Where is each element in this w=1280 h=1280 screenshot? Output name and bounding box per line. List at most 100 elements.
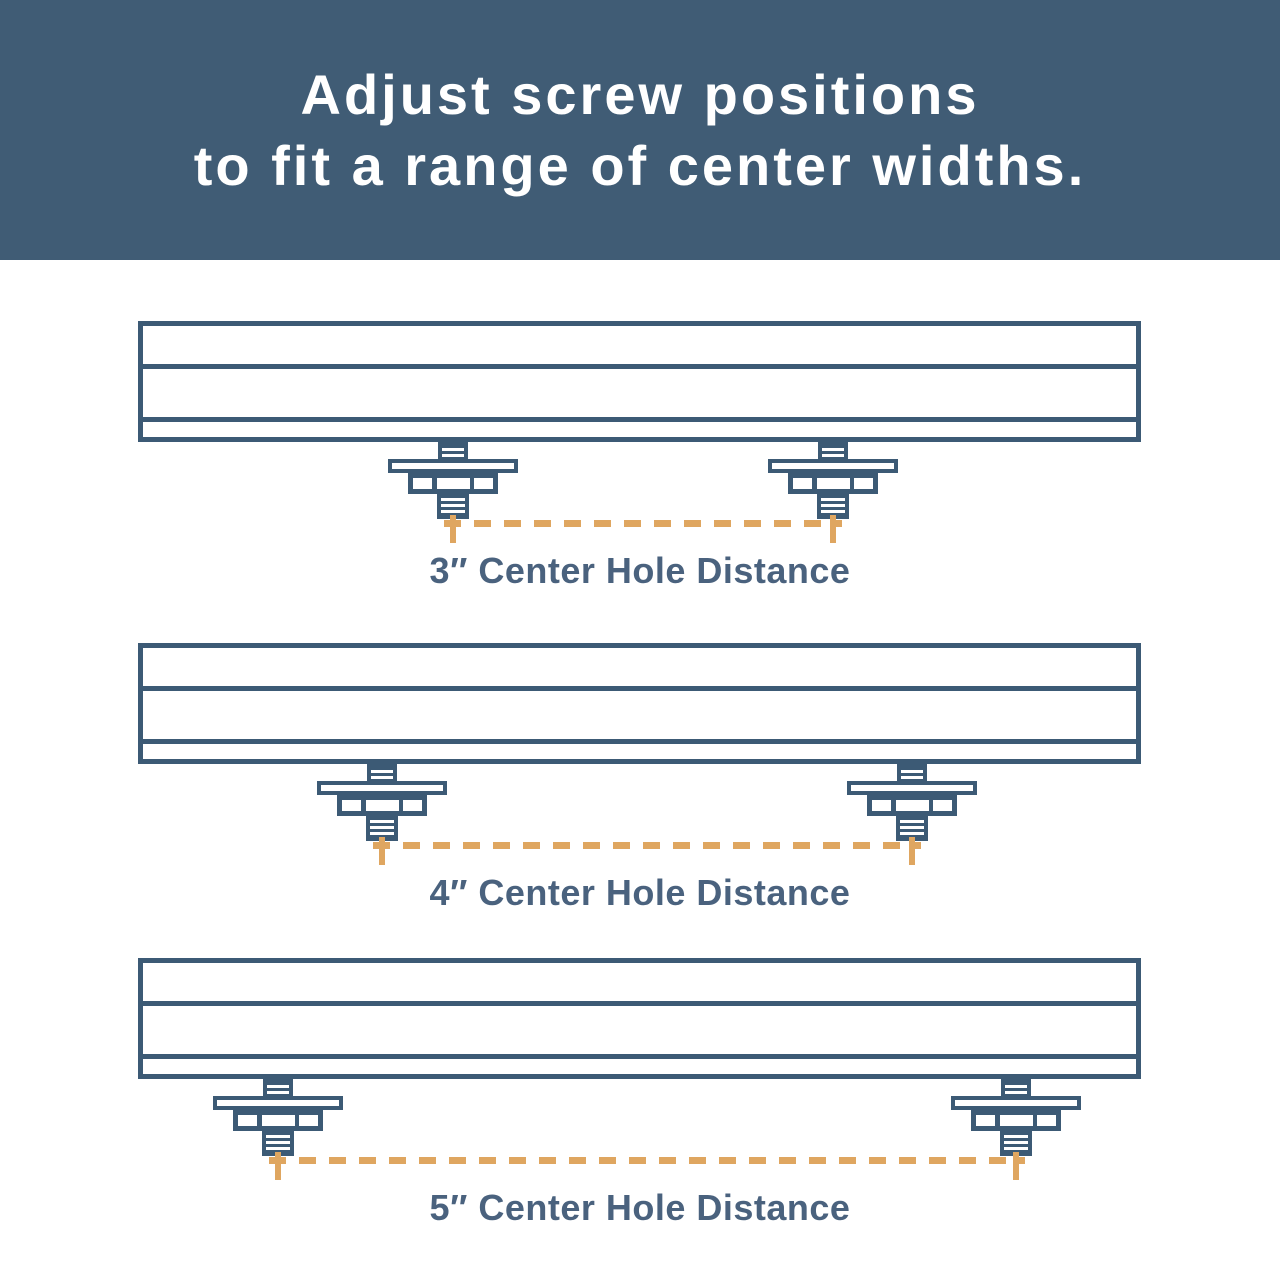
screw-left-shaft-top-thread-2 bbox=[371, 776, 393, 779]
screw-left-shaft-bottom-thread-2 bbox=[266, 1141, 290, 1144]
screw-right-nut-cell-2 bbox=[895, 800, 929, 811]
screw-left-shaft-bottom-thread-1 bbox=[266, 1135, 290, 1138]
screw-left-nut bbox=[337, 795, 427, 816]
screw-right-nut-cell-3 bbox=[1037, 1115, 1056, 1126]
screw-right-shaft-bottom bbox=[1000, 1130, 1032, 1156]
screw-right-shaft-bottom-thread-2 bbox=[900, 826, 924, 829]
screw-right-shaft-top-thread-1 bbox=[1005, 1085, 1027, 1088]
screw-left-nut bbox=[233, 1110, 323, 1131]
screw-right-nut-cell-1 bbox=[793, 478, 812, 489]
dimension-end-tick-right bbox=[830, 515, 836, 543]
rail-divider-2 bbox=[143, 417, 1136, 422]
screw-left-nut-cell-2 bbox=[365, 800, 399, 811]
screw-right-shaft-bottom bbox=[896, 815, 928, 841]
screw-left-flange bbox=[388, 459, 518, 473]
dimension-end-tick-left bbox=[450, 515, 456, 543]
screw-right-shaft-bottom-thread-2 bbox=[821, 504, 845, 507]
screw-left-shaft-bottom-thread-1 bbox=[370, 820, 394, 823]
screw-left-nut-cell-1 bbox=[342, 800, 361, 811]
rail-divider-2 bbox=[143, 1054, 1136, 1059]
screw-right-shaft-bottom-thread-1 bbox=[821, 498, 845, 501]
screw-right-shaft-bottom bbox=[817, 493, 849, 519]
rail-divider-2 bbox=[143, 739, 1136, 744]
screw-right-shaft-top-thread-2 bbox=[1005, 1091, 1027, 1094]
screw-left-shaft-bottom bbox=[437, 493, 469, 519]
screw-right-shaft-top-thread-2 bbox=[901, 776, 923, 779]
rail-bar bbox=[138, 321, 1141, 442]
dimension-end-tick-right bbox=[909, 837, 915, 865]
header-title-line1: Adjust screw positions bbox=[300, 63, 980, 126]
screw-right-shaft-bottom-thread-3 bbox=[821, 510, 845, 513]
dimension-end-tick-right bbox=[1013, 1152, 1019, 1180]
screw-left-shaft-bottom-thread-3 bbox=[441, 510, 465, 513]
screw-left-nut bbox=[408, 473, 498, 494]
screw-right-nut bbox=[971, 1110, 1061, 1131]
dimension-label-4-inch: 4″ Center Hole Distance bbox=[429, 872, 851, 913]
screw-left-shaft-top bbox=[263, 1078, 293, 1096]
screw-left-shaft-bottom-thread-2 bbox=[441, 504, 465, 507]
screw-right-flange bbox=[768, 459, 898, 473]
screw-right-nut bbox=[788, 473, 878, 494]
header-banner: Adjust screw positions to fit a range of… bbox=[0, 0, 1280, 260]
screw-left-shaft-top-thread-1 bbox=[442, 448, 464, 451]
screw-right-nut-cell-3 bbox=[854, 478, 873, 489]
screw-left-shaft-top bbox=[367, 763, 397, 781]
screw-right-nut bbox=[867, 795, 957, 816]
screw-left-nut-cell-3 bbox=[299, 1115, 318, 1126]
screw-right-shaft-bottom-thread-1 bbox=[1004, 1135, 1028, 1138]
screw-right-shaft-bottom-thread-3 bbox=[900, 832, 924, 835]
screw-right-shaft-bottom-thread-2 bbox=[1004, 1141, 1028, 1144]
screw-left-nut-cell-1 bbox=[413, 478, 432, 489]
screw-left-shaft-bottom-thread-1 bbox=[441, 498, 465, 501]
screw-left-shaft-top-thread-1 bbox=[371, 770, 393, 773]
screw-right-shaft-top-thread-2 bbox=[822, 454, 844, 457]
screw-right-flange bbox=[847, 781, 977, 795]
rail-divider-1 bbox=[143, 1001, 1136, 1006]
screw-left-shaft-top-thread-2 bbox=[267, 1091, 289, 1094]
header-title-line2: to fit a range of center widths. bbox=[193, 134, 1087, 197]
screw-right-shaft-bottom-thread-3 bbox=[1004, 1147, 1028, 1150]
screw-left-nut-cell-2 bbox=[261, 1115, 295, 1126]
screw-right-nut-cell-1 bbox=[976, 1115, 995, 1126]
screw-left-nut-cell-1 bbox=[238, 1115, 257, 1126]
rail-bar bbox=[138, 643, 1141, 764]
diagram-5-inch: 5″ Center Hole Distance bbox=[0, 260, 1280, 1280]
screw-left-flange bbox=[317, 781, 447, 795]
dimension-dashed-line bbox=[269, 1157, 1025, 1164]
screw-left-nut-cell-3 bbox=[474, 478, 493, 489]
screw-left-shaft-bottom-thread-3 bbox=[266, 1147, 290, 1150]
screw-right-nut-cell-3 bbox=[933, 800, 952, 811]
screw-right-nut-cell-2 bbox=[816, 478, 850, 489]
diagram-3-inch: 3″ Center Hole Distance bbox=[0, 260, 1280, 1280]
screw-right-shaft-top-thread-1 bbox=[901, 770, 923, 773]
screw-left-shaft-top-thread-2 bbox=[442, 454, 464, 457]
screw-left-nut-cell-2 bbox=[436, 478, 470, 489]
dimension-end-tick-left bbox=[275, 1152, 281, 1180]
screw-right-flange bbox=[951, 1096, 1081, 1110]
screw-right-shaft-top bbox=[897, 763, 927, 781]
diagram-stage: 3″ Center Hole Distance 4″ Center Hole Di… bbox=[0, 260, 1280, 1280]
screw-left-shaft-top-thread-1 bbox=[267, 1085, 289, 1088]
screw-right-shaft-bottom-thread-1 bbox=[900, 820, 924, 823]
screw-right-nut-cell-2 bbox=[999, 1115, 1033, 1126]
screw-left-flange bbox=[213, 1096, 343, 1110]
screw-right-shaft-top-thread-1 bbox=[822, 448, 844, 451]
diagram-4-inch: 4″ Center Hole Distance bbox=[0, 260, 1280, 1280]
dimension-dashed-line bbox=[444, 520, 842, 527]
screw-left-shaft-top bbox=[438, 441, 468, 459]
rail-divider-1 bbox=[143, 686, 1136, 691]
dimension-end-tick-left bbox=[379, 837, 385, 865]
screw-right-shaft-top bbox=[1001, 1078, 1031, 1096]
screw-right-shaft-top bbox=[818, 441, 848, 459]
screw-left-shaft-bottom bbox=[366, 815, 398, 841]
dimension-label-3-inch: 3″ Center Hole Distance bbox=[429, 550, 851, 591]
screw-left-shaft-bottom bbox=[262, 1130, 294, 1156]
rail-divider-1 bbox=[143, 364, 1136, 369]
screw-left-shaft-bottom-thread-3 bbox=[370, 832, 394, 835]
screw-left-shaft-bottom-thread-2 bbox=[370, 826, 394, 829]
dimension-dashed-line bbox=[373, 842, 921, 849]
dimension-label-5-inch: 5″ Center Hole Distance bbox=[429, 1187, 851, 1228]
rail-bar bbox=[138, 958, 1141, 1079]
screw-left-nut-cell-3 bbox=[403, 800, 422, 811]
